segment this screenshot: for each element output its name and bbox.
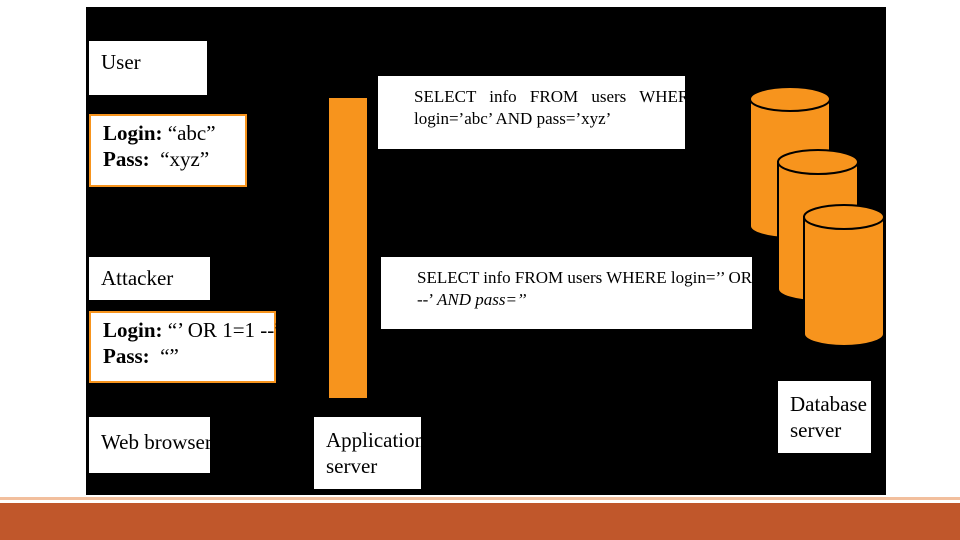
user-label: User — [89, 41, 207, 95]
injected-query-line-1: SELECT info FROM users WHERE login=’’ OR… — [417, 268, 783, 287]
user-credentials: Login: “abc” Pass: “xyz” — [89, 114, 247, 187]
attacker-credentials: Login: “’ OR 1=1 --” Pass: “” — [89, 311, 284, 383]
db-server-line-1: Database — [790, 392, 867, 416]
injected-query-box: SELECT info FROM users WHERE login=’’ OR… — [381, 257, 783, 329]
web-browser-label: Web browser — [89, 417, 212, 473]
attacker-login-key: Login: — [103, 318, 163, 342]
app-server-line-2: server — [326, 454, 378, 478]
attacker-pass-value: “” — [160, 344, 179, 368]
application-server-bar — [329, 98, 367, 398]
footer-bar — [0, 503, 960, 540]
user-login-value: “abc” — [167, 121, 216, 145]
normal-query-line-2: login=’abc’ AND pass=’xyz’ — [414, 109, 612, 128]
application-server-label: Application server — [314, 417, 426, 489]
db-server-line-2: server — [790, 418, 842, 442]
injected-query-italic: AND pass=’’ — [436, 290, 527, 309]
attacker-label: Attacker — [89, 257, 210, 300]
user-login-key: Login: — [103, 121, 163, 145]
user-pass-value: “xyz” — [160, 147, 210, 171]
normal-query-box: SELECT info FROM users WHERE login=’abc’… — [378, 76, 700, 149]
diagram-panel: User Login: “abc” Pass: “xyz” Attacker L… — [86, 7, 886, 495]
injected-query-prefix: --’ — [417, 290, 433, 309]
attacker-pass-key: Pass: — [103, 344, 150, 368]
footer-divider — [0, 497, 960, 500]
user-pass-key: Pass: — [103, 147, 150, 171]
app-server-line-1: Application — [326, 428, 426, 452]
attacker-login-value: “’ OR 1=1 --” — [167, 318, 284, 342]
database-server-label: Database server — [778, 381, 871, 453]
normal-query-line-1: SELECT info FROM users WHERE — [414, 87, 700, 106]
